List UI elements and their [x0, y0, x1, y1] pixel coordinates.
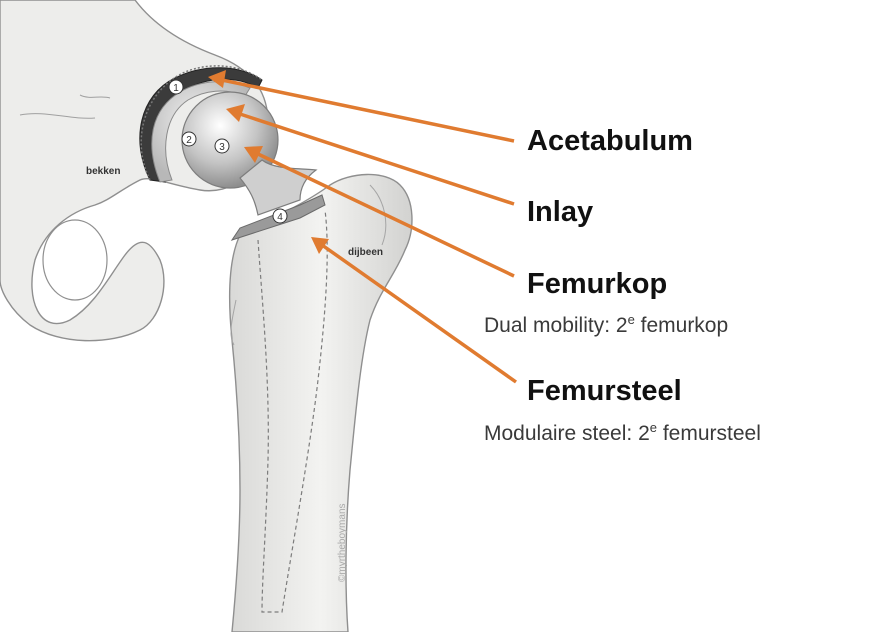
- watermark: ©myrtheboymans: [337, 503, 348, 582]
- svg-text:2: 2: [186, 135, 192, 146]
- note-dual-mobility: Dual mobility: 2e femurkop: [484, 312, 728, 338]
- svg-text:3: 3: [219, 142, 225, 153]
- marker-2: 2: [182, 132, 196, 146]
- label-femurkop: Femurkop: [527, 268, 667, 301]
- label-acetabulum: Acetabulum: [527, 125, 693, 158]
- svg-text:1: 1: [173, 83, 179, 94]
- dijbeen-label: dijbeen: [348, 247, 383, 258]
- marker-4: 4: [273, 209, 287, 223]
- marker-3: 3: [215, 139, 229, 153]
- bekken-label: bekken: [86, 166, 120, 177]
- marker-1: 1: [169, 80, 183, 94]
- label-femursteel: Femursteel: [527, 375, 682, 408]
- label-inlay: Inlay: [527, 196, 593, 229]
- svg-text:4: 4: [277, 212, 283, 223]
- note-modulaire-steel: Modulaire steel: 2e femursteel: [484, 420, 761, 446]
